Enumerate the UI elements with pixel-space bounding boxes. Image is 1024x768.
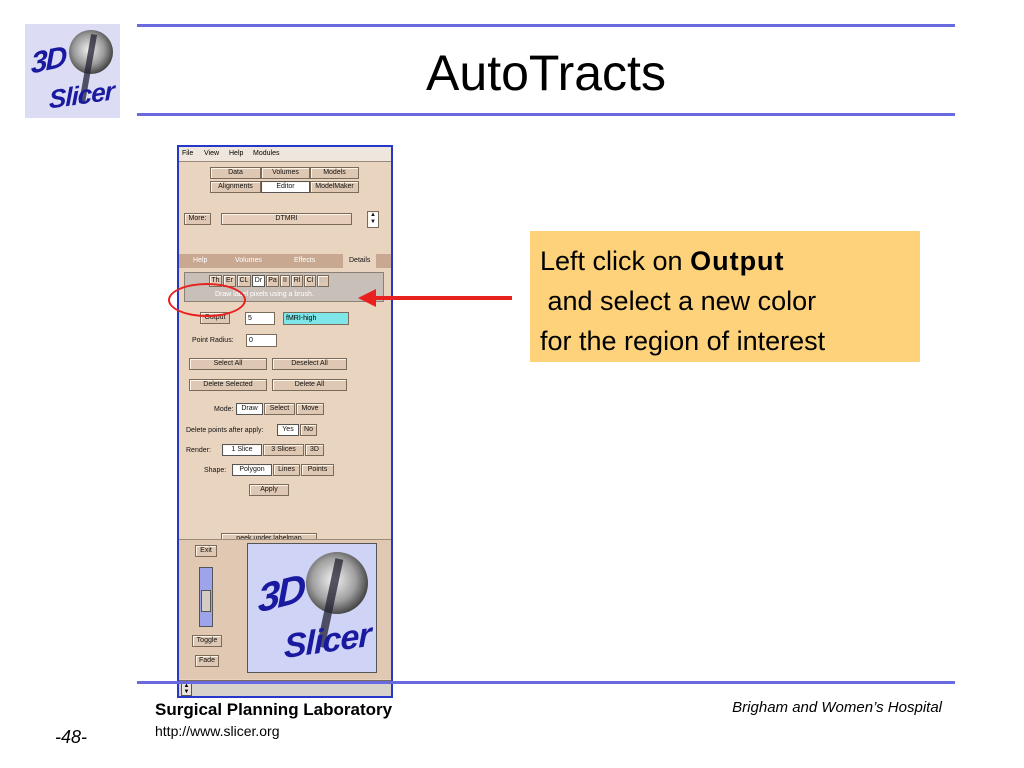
callout-prefix: Left click on (540, 246, 691, 276)
module-volumes-button[interactable]: Volumes (261, 167, 310, 179)
delete-after-no-button[interactable]: No (300, 424, 317, 436)
delete-selected-button[interactable]: Delete Selected (189, 379, 267, 391)
callout-line-3: for the region of interest (540, 326, 826, 356)
menu-view[interactable]: View (204, 150, 220, 157)
effect-pa-button[interactable]: Pa (266, 275, 279, 287)
callout-line-2: and select a new color (540, 286, 817, 316)
slider-thumb[interactable] (201, 590, 211, 612)
deselect-all-button[interactable]: Deselect All (272, 358, 347, 370)
preview-text-3d: 3D (258, 566, 304, 622)
render-1-slice-button[interactable]: 1 Slice (222, 444, 262, 456)
apply-button[interactable]: Apply (249, 484, 289, 496)
render-3-slices-button[interactable]: 3 Slices (263, 444, 304, 456)
toggle-button[interactable]: Toggle (192, 635, 222, 647)
shape-label: Shape: (204, 467, 227, 474)
callout-output-keyword: Output (690, 246, 785, 276)
page-number: -48- (55, 727, 88, 747)
effect-ut-button[interactable]: Ut (317, 275, 329, 287)
fade-button[interactable]: Fade (195, 655, 219, 667)
footer-url: http://www.slicer.org (155, 723, 280, 739)
footer-lab-name: Surgical Planning Laboratory (155, 700, 393, 719)
mode-move-button[interactable]: Move (296, 403, 324, 415)
scroll-arrows-icon[interactable]: ▲▼ (181, 682, 192, 696)
module-alignments-button[interactable]: Alignments (210, 181, 261, 193)
mode-draw-button[interactable]: Draw (236, 403, 263, 415)
output-highlight-ring (168, 283, 246, 317)
tab-volumes[interactable]: Volumes (235, 257, 262, 264)
slide-title: AutoTracts (426, 45, 666, 101)
output-value-field[interactable]: 5 (245, 312, 275, 325)
title-divider (137, 113, 955, 116)
mode-label: Mode: (214, 406, 234, 413)
preview-text-slicer: Slicer (284, 615, 371, 667)
footer-hospital: Brigham and Women’s Hospital (732, 699, 942, 716)
tab-details[interactable]: Details (343, 254, 377, 268)
shape-polygon-button[interactable]: Polygon (232, 464, 272, 476)
callout-line-1: Left click on Output (540, 241, 910, 281)
menu-help[interactable]: Help (229, 150, 244, 157)
footer-divider (137, 681, 955, 684)
delete-after-apply-label: Delete points after apply: (186, 427, 264, 434)
exit-button[interactable]: Exit (195, 545, 217, 557)
instruction-callout: Left click on Output and select a new co… (530, 231, 920, 362)
select-all-button[interactable]: Select All (189, 358, 267, 370)
module-data-button[interactable]: Data (210, 167, 261, 179)
module-spinner-icon[interactable]: ▲▼ (367, 211, 379, 228)
logo-text-slicer: Slicer (49, 75, 114, 115)
shape-points-button[interactable]: Points (301, 464, 334, 476)
module-modelmaker-button[interactable]: ModelMaker (310, 181, 359, 193)
tab-effects[interactable]: Effects (294, 257, 316, 264)
point-radius-label: Point Radius: (192, 337, 234, 344)
menu-file[interactable]: File (182, 150, 194, 157)
tab-bar: Help Volumes Effects Details (179, 254, 391, 268)
point-radius-field[interactable]: 0 (246, 334, 277, 347)
slicer-preview-image: 3D Slicer (247, 543, 377, 673)
menu-bar: File View Help Modules (179, 147, 391, 162)
effect-draw-button[interactable]: Dr (252, 275, 265, 287)
effect-cl2-button[interactable]: Cl (304, 275, 316, 287)
more-button[interactable]: More: (184, 213, 211, 225)
top-divider (137, 24, 955, 27)
brush-hint: Draw label pixels using a brush. (215, 291, 314, 298)
status-bar: ▲▼ (179, 680, 391, 696)
output-label-field: fMRI-high (283, 312, 349, 325)
module-select[interactable]: DTMRI (221, 213, 352, 225)
delete-after-yes-button[interactable]: Yes (277, 424, 299, 436)
logo-text-3d: 3D (31, 40, 66, 81)
menu-modules[interactable]: Modules (253, 150, 280, 157)
slicer-app-window: File View Help Modules Data Volumes Mode… (177, 145, 393, 698)
slicer-logo: 3D Slicer (25, 24, 120, 118)
tab-help[interactable]: Help (193, 257, 208, 264)
render-3d-button[interactable]: 3D (305, 444, 324, 456)
module-models-button[interactable]: Models (310, 167, 359, 179)
module-editor-button[interactable]: Editor (261, 181, 310, 193)
mode-select-button[interactable]: Select (264, 403, 295, 415)
shape-lines-button[interactable]: Lines (273, 464, 300, 476)
delete-all-button[interactable]: Delete All (272, 379, 347, 391)
pointer-arrow-shaft (370, 296, 512, 300)
render-label: Render: (186, 447, 211, 454)
effect-cl-button[interactable]: CL (237, 275, 251, 287)
pointer-arrowhead-icon (358, 289, 376, 307)
effect-ii-button[interactable]: II (280, 275, 290, 287)
fade-slider[interactable] (199, 567, 213, 627)
editor-panel: Data Volumes Models Alignments Editor Mo… (179, 162, 391, 682)
effect-rl-button[interactable]: Rl (291, 275, 303, 287)
